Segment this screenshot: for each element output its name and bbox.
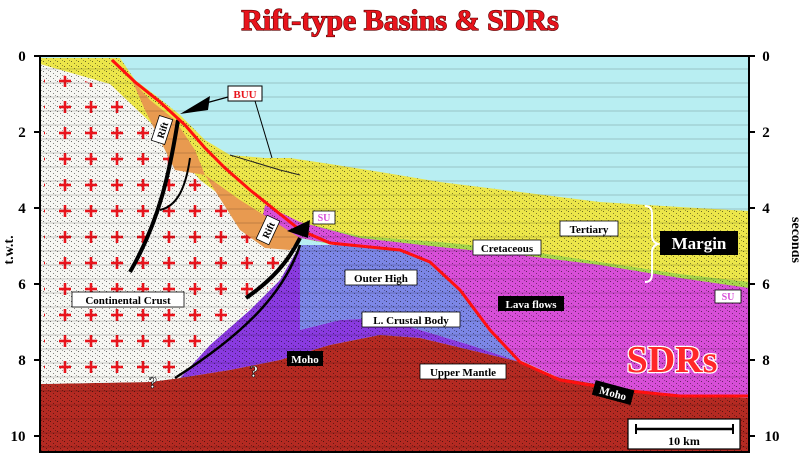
rift-fault-3 (159, 157, 191, 211)
question-mark-1: ? (149, 373, 158, 392)
margin-brace (644, 205, 662, 283)
su-right-label: SU (722, 292, 735, 303)
buu-label-box (227, 85, 263, 102)
left-axis: 0 2 4 6 8 10 t.w.t. (2, 49, 40, 445)
su-arrow (287, 220, 310, 238)
scale-bar-box (627, 418, 741, 450)
outer-high-label-box (344, 269, 418, 286)
lava-flows-label: Lava flows (505, 299, 557, 311)
cretaceous-label: Cretaceous (481, 243, 534, 255)
scale-bar-label: 10 km (668, 434, 700, 448)
rift-fault-1 (128, 119, 180, 273)
right-tick-10: 10 (765, 429, 780, 445)
cretaceous-label-box (472, 239, 542, 256)
continental-crust-label-box (71, 291, 185, 308)
right-axis: 0 2 4 6 8 10 seconds (749, 49, 799, 445)
breakup-unconformity-line (110, 58, 749, 398)
l-crustal-body-label-box (361, 311, 461, 328)
margin-label-box (660, 231, 738, 255)
outer-high-label: Outer High (354, 273, 408, 285)
right-tick-0: 0 (762, 49, 770, 65)
right-tick-2: 2 (762, 125, 770, 141)
margin-label: Margin (672, 234, 727, 253)
su-left-label: SU (318, 213, 331, 224)
tertiary-label-box (559, 220, 619, 237)
rift-fault-2 (244, 237, 302, 300)
plot-frame (39, 55, 750, 453)
moho-left-label: Moho (291, 354, 319, 366)
su-right-box (714, 289, 742, 304)
tertiary-label: Tertiary (570, 224, 609, 236)
right-tick-4: 4 (762, 201, 770, 217)
su-left-box (312, 210, 336, 225)
left-axis-label: t.w.t. (2, 235, 17, 264)
lava-flows-label-box (498, 296, 564, 311)
left-tick-2: 2 (18, 125, 26, 141)
left-tick-6: 6 (18, 277, 26, 293)
sdrs-label: SDRs (627, 339, 718, 381)
left-tick-4: 4 (18, 201, 26, 217)
diagram-title: Rift-type Basins & SDRs (241, 4, 559, 37)
rift-label-1: Rift (156, 120, 172, 140)
crust-boundary-line (174, 244, 302, 380)
left-tick-8: 8 (18, 353, 26, 369)
buu-arrow (180, 96, 210, 114)
question-mark-2: ? (250, 362, 259, 381)
right-axis-label: seconds (788, 217, 799, 263)
upper-mantle-label-box (419, 363, 507, 380)
left-tick-0: 0 (18, 49, 26, 65)
moho-left-box (287, 351, 323, 366)
right-tick-8: 8 (762, 353, 770, 369)
l-crustal-body-label: L. Crustal Body (373, 315, 449, 327)
continental-crust-label: Continental Crust (85, 295, 171, 307)
left-tick-10: 10 (11, 429, 26, 445)
upper-mantle-label: Upper Mantle (430, 367, 496, 379)
right-tick-6: 6 (762, 277, 770, 293)
buu-label: BUU (233, 89, 256, 101)
